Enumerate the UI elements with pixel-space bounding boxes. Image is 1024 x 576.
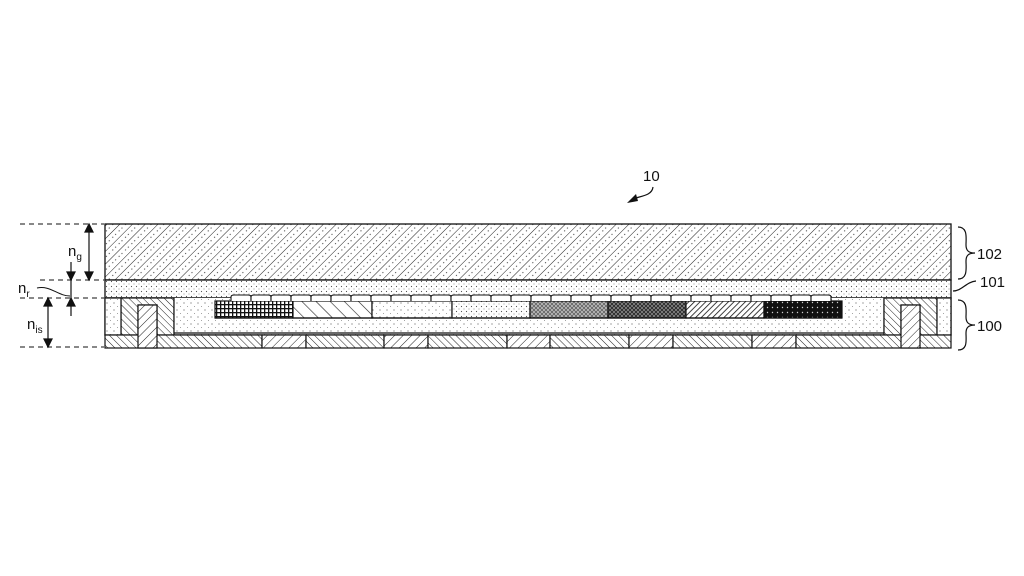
cf-segment-3 (371, 300, 453, 319)
layer-labels: 102 101 100 (977, 246, 1005, 335)
nr-leader-line (36, 286, 71, 297)
label-101: 101 (980, 274, 1005, 291)
figure-label: 10 (643, 168, 660, 185)
leader-101 (952, 280, 977, 292)
arrow-up-icon (84, 222, 94, 233)
dimension-guide-lines (20, 223, 104, 348)
cf-segment-1 (214, 300, 294, 319)
cf-segment-7 (685, 300, 765, 319)
microlens-row (230, 294, 832, 301)
reference-numeral-10: 10 (627, 168, 660, 203)
label-100: 100 (977, 318, 1002, 335)
label-nr: nr (18, 280, 30, 300)
arrow-down-icon (84, 271, 94, 282)
label-102: 102 (977, 246, 1002, 263)
bottom-substrate (104, 304, 952, 349)
cf-segment-5 (529, 300, 609, 319)
layer-102 (104, 223, 952, 281)
cf-segment-8 (763, 300, 843, 319)
dimension-arrows (43, 222, 94, 349)
cf-segment-2 (292, 300, 373, 319)
label-ng: ng (68, 243, 82, 263)
brace-100 (957, 299, 976, 351)
reference-arrow-head-icon (627, 194, 638, 203)
layer-braces (952, 226, 977, 351)
label-nis: nis (27, 316, 43, 336)
cf-segment-4 (451, 300, 531, 319)
dimension-labels: ng nr nis (18, 243, 82, 336)
cf-segment-6 (607, 300, 687, 319)
color-filter-array (214, 300, 843, 319)
brace-102 (957, 226, 976, 280)
